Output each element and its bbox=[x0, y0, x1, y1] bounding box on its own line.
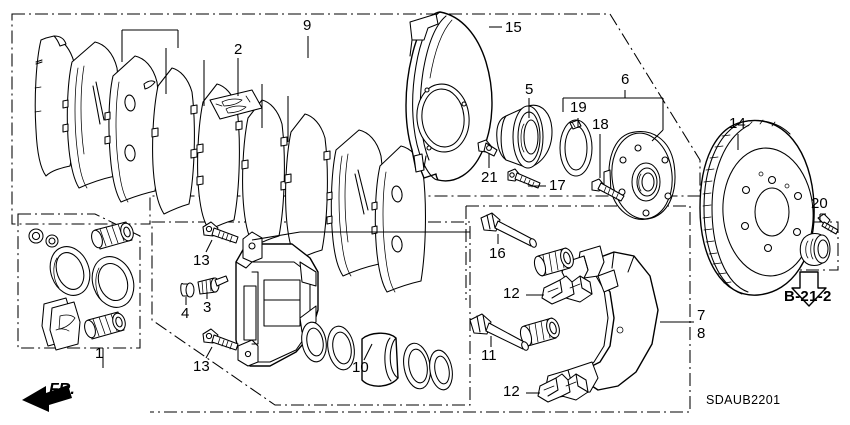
callout-3: 3 bbox=[203, 299, 212, 316]
callout-4: 4 bbox=[181, 305, 190, 322]
callout-14: 14 bbox=[729, 115, 746, 132]
callout-2: 2 bbox=[234, 41, 243, 58]
brake-disc-rotor bbox=[699, 119, 815, 296]
pad-retainer-clip-lower bbox=[537, 373, 589, 403]
left-arrow-icon bbox=[22, 385, 72, 412]
brake-pad-6 bbox=[241, 99, 288, 247]
brake-pad-4 bbox=[151, 67, 198, 215]
callout-9: 9 bbox=[303, 17, 312, 34]
piston-boot-lower bbox=[84, 311, 126, 340]
piston-boot-upper bbox=[91, 221, 134, 250]
brake-pad-8 bbox=[326, 129, 384, 277]
callout-7: 7 bbox=[697, 307, 706, 324]
diagram-code: SDAUB2201 bbox=[706, 393, 781, 407]
bracket-pin-boot-lower bbox=[519, 317, 560, 347]
hub-bolt-17 bbox=[507, 168, 541, 189]
sensor-bolt-20 bbox=[817, 213, 839, 235]
callout-12-upper: 12 bbox=[503, 285, 520, 302]
callout-21: 21 bbox=[481, 169, 498, 186]
caliper-piston-group bbox=[301, 321, 453, 391]
hub-mounting-bolt-18 bbox=[591, 178, 625, 202]
wheel-hub bbox=[603, 131, 676, 220]
bracket-pin-boot-upper bbox=[533, 247, 574, 277]
callout-12-lower: 12 bbox=[503, 383, 520, 400]
brake-pad-9 bbox=[371, 145, 426, 293]
grease-packets bbox=[41, 297, 81, 351]
brake-pad-7 bbox=[284, 113, 331, 261]
callout-19: 19 bbox=[570, 99, 587, 116]
callout-20: 20 bbox=[811, 195, 828, 212]
caliper-pin-bolt-3 bbox=[197, 275, 229, 295]
callout-16: 16 bbox=[489, 245, 506, 262]
callout-1: 1 bbox=[95, 345, 104, 362]
seal-kit-contents bbox=[28, 221, 135, 351]
guide-pin-11 bbox=[469, 313, 529, 351]
group-boundary-pad-set bbox=[11, 13, 701, 225]
wheel-bearing bbox=[496, 104, 553, 169]
reference-badge: B-21-2 bbox=[784, 288, 832, 305]
callout-15: 15 bbox=[505, 19, 522, 36]
group-boundary-bracket bbox=[150, 205, 691, 413]
callout-11: 11 bbox=[481, 347, 497, 364]
caliper-pin-boot-4 bbox=[180, 282, 195, 298]
brake-pad-1 bbox=[34, 35, 77, 177]
caliper-bolt-13-lower bbox=[202, 328, 239, 351]
direction-marker-label: FR. bbox=[49, 381, 75, 398]
callout-13-upper: 13 bbox=[193, 252, 210, 269]
caliper-body bbox=[235, 231, 319, 367]
down-arrow-icon bbox=[791, 271, 827, 307]
callout-10: 10 bbox=[352, 359, 369, 376]
bearing-snap-ring bbox=[559, 119, 593, 177]
pad-retainer-clip-upper bbox=[541, 275, 593, 305]
callout-8: 8 bbox=[697, 325, 706, 342]
callout-18: 18 bbox=[592, 116, 609, 133]
callout-6: 6 bbox=[621, 71, 630, 88]
brake-pad-3 bbox=[104, 55, 160, 203]
callout-17: 17 bbox=[549, 177, 566, 194]
callout-5: 5 bbox=[525, 81, 534, 98]
callout-13-lower: 13 bbox=[193, 358, 210, 375]
caliper-bolt-13-upper bbox=[202, 221, 239, 244]
group-boundary-seal-kit bbox=[17, 213, 141, 349]
wheel-speed-sensor bbox=[799, 232, 831, 267]
brake-pad-2 bbox=[62, 41, 120, 189]
guide-pin-16 bbox=[480, 212, 537, 248]
splash-guard bbox=[405, 11, 493, 182]
splash-guard-bolt bbox=[477, 139, 498, 157]
leader-lines bbox=[102, 26, 826, 394]
